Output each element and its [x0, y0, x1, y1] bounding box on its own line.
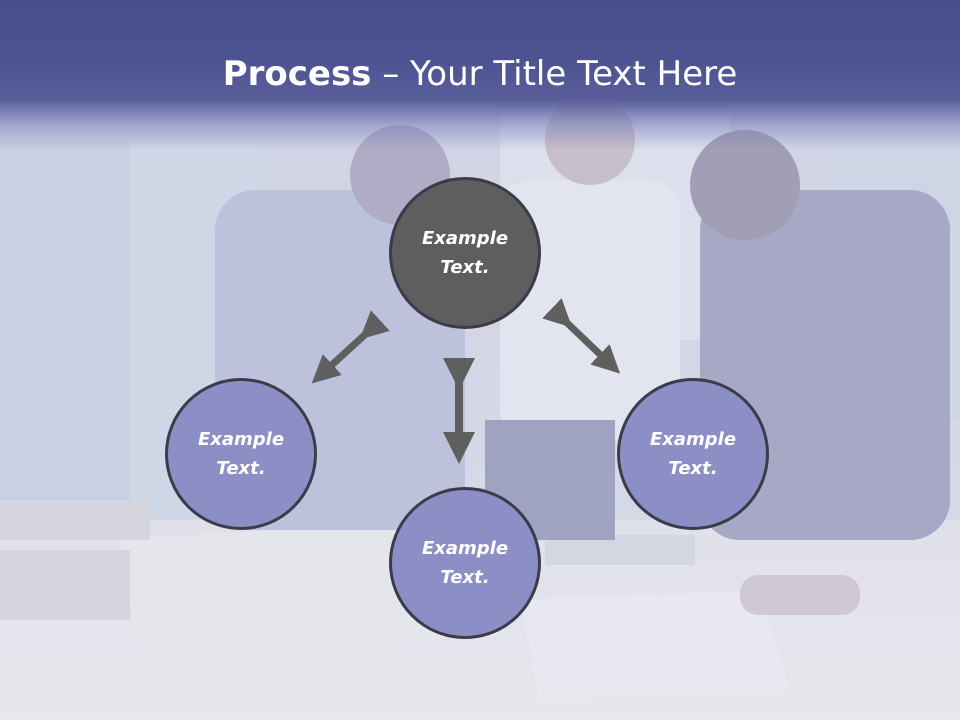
node-bottom[interactable]: Example Text. — [389, 487, 541, 639]
header-band — [0, 0, 960, 150]
node-right[interactable]: Example Text. — [617, 378, 769, 530]
node-top[interactable]: Example Text. — [389, 177, 541, 329]
title-bold: Process — [222, 54, 372, 94]
slide-title: Process – Your Title Text Here — [0, 52, 960, 96]
arrow-top-left — [311, 310, 390, 384]
node-left[interactable]: Example Text. — [165, 378, 317, 530]
arrow-top-right — [542, 298, 621, 374]
title-rest: – Your Title Text Here — [371, 54, 738, 94]
